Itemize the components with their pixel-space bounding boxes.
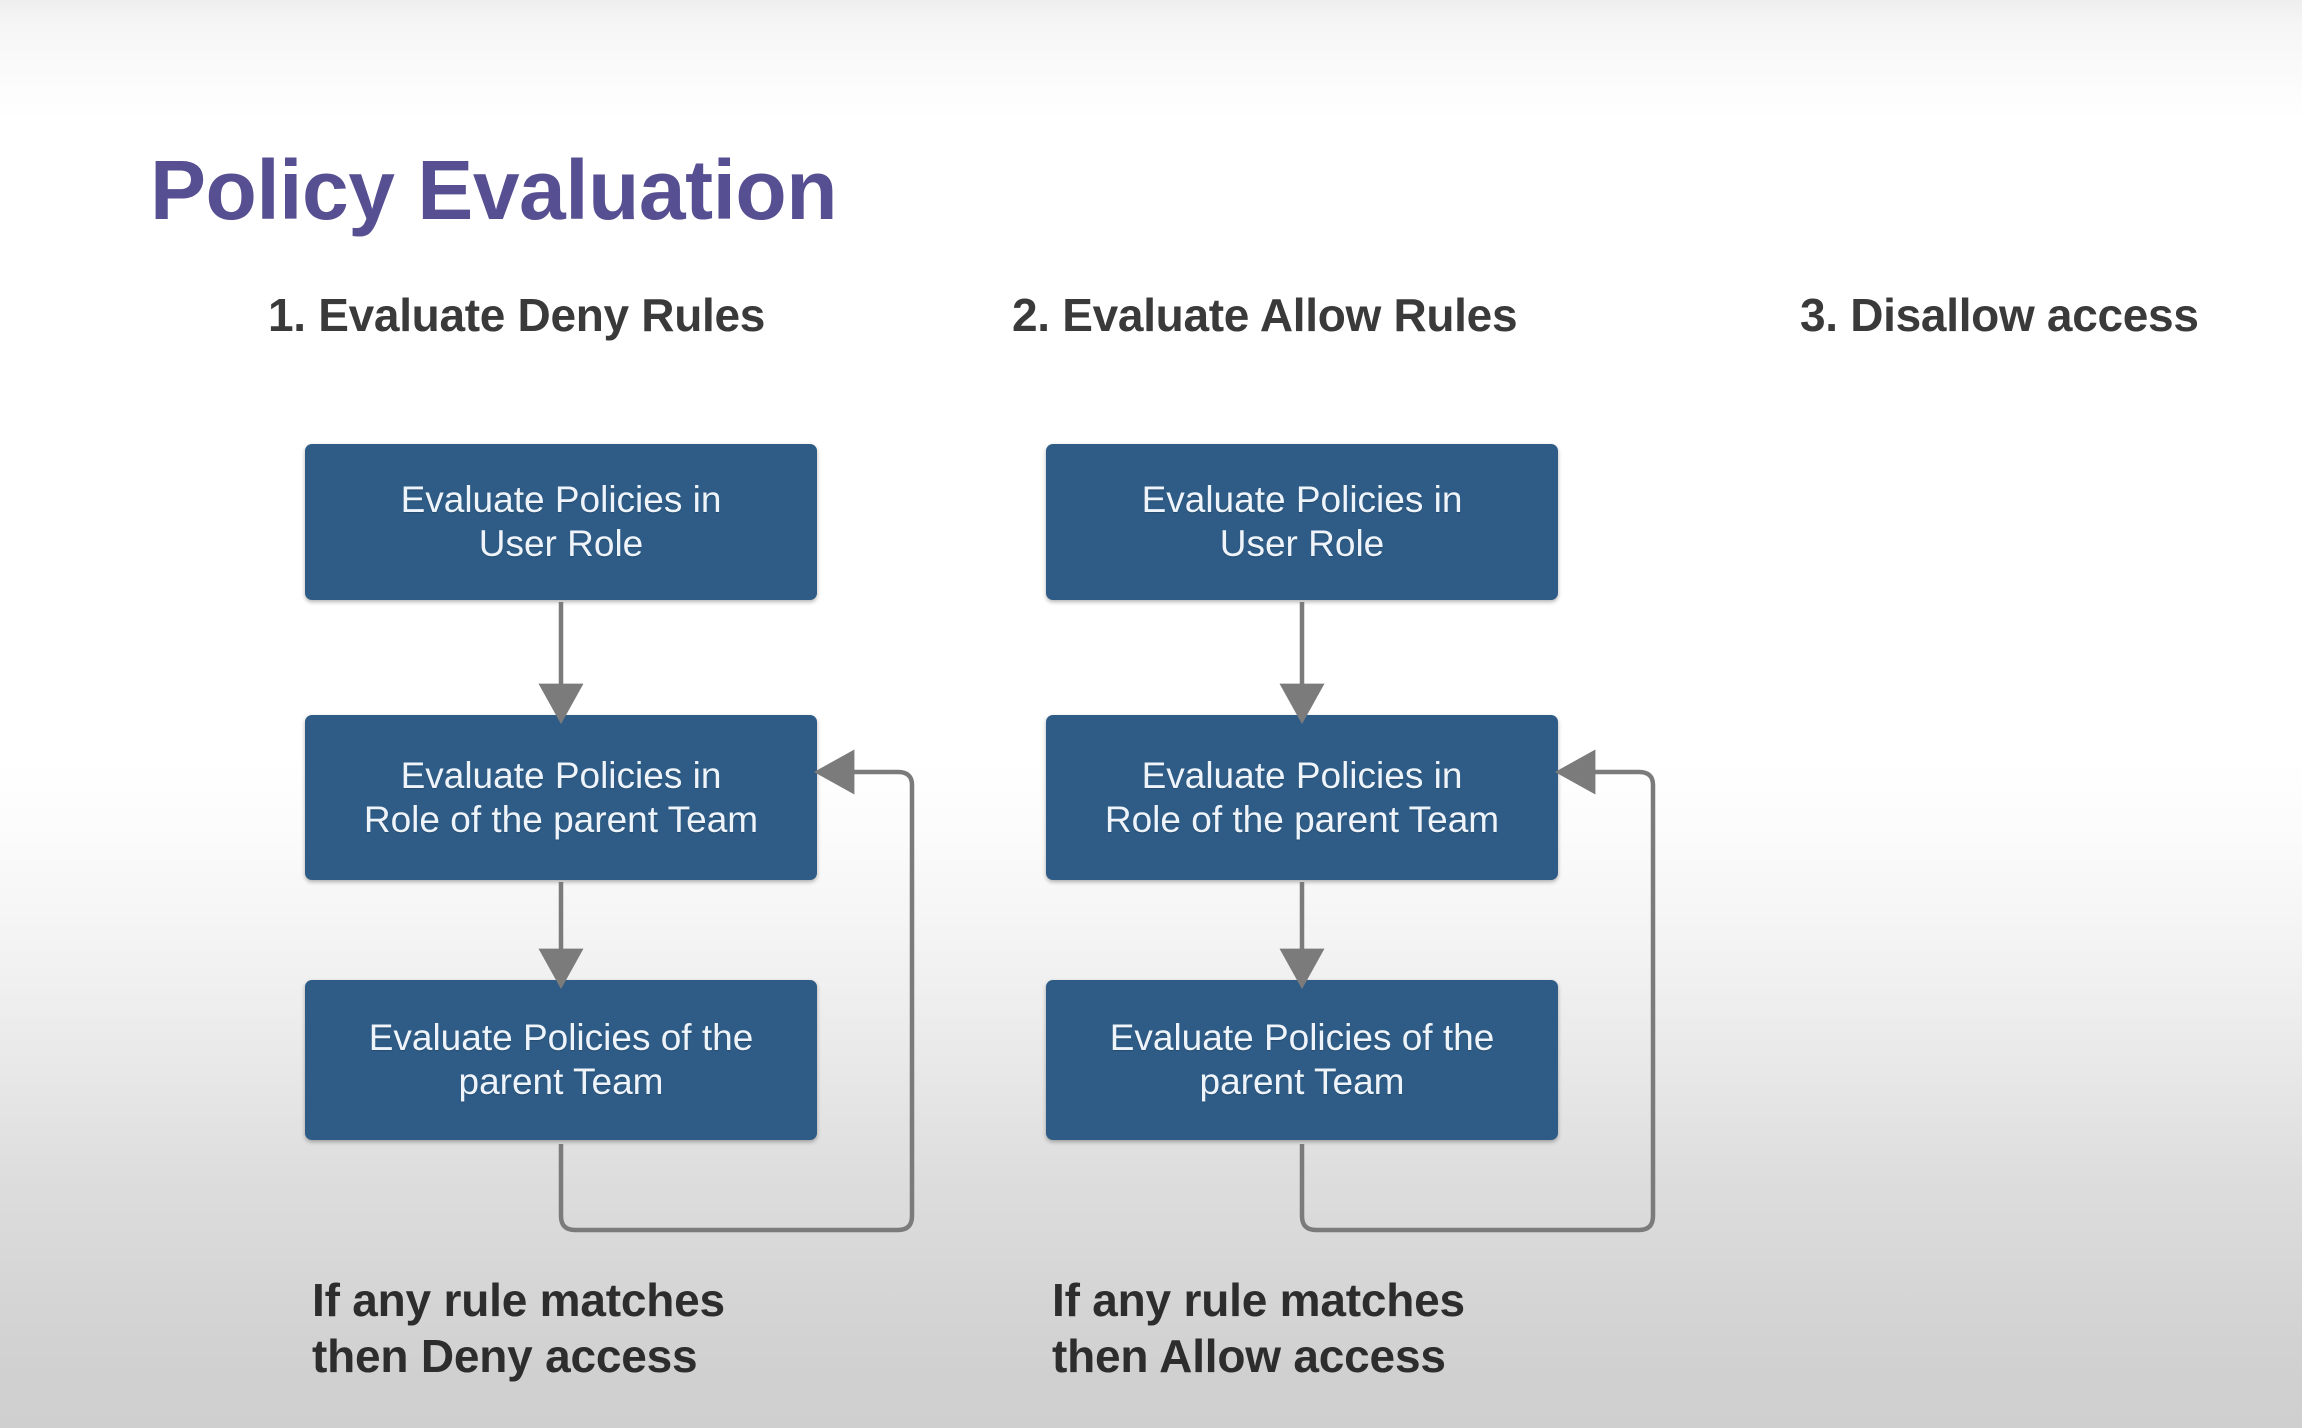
flow-box-line-2: User Role <box>1219 523 1385 564</box>
page-title: Policy Evaluation <box>150 143 838 237</box>
flow-box-line-2: Role of the parent Team <box>363 798 759 840</box>
flow-box-line-1: Evaluate Policies in <box>1141 479 1463 521</box>
caption-line-1: If any rule matches <box>312 1274 725 1326</box>
flow-box-line-1: Evaluate Policies in <box>1141 754 1463 796</box>
flow-box-allow-parent-team[interactable]: Evaluate Policies of the parent Team <box>1046 980 1558 1140</box>
flow-box-line-2: Role of the parent Team <box>1104 798 1500 840</box>
flow-box-allow-user-role[interactable]: Evaluate Policies in User Role <box>1046 444 1558 600</box>
flow-box-line-1: Evaluate Policies of the <box>1109 1017 1495 1059</box>
flow-box-line-1: Evaluate Policies in <box>400 479 722 521</box>
flow-box-allow-parent-team-role[interactable]: Evaluate Policies in Role of the parent … <box>1046 715 1558 880</box>
flow-box-deny-parent-team[interactable]: Evaluate Policies of the parent Team <box>305 980 817 1140</box>
flow-box-line-2: User Role <box>478 523 644 564</box>
caption-deny: If any rule matches then Deny access <box>312 1272 725 1384</box>
flow-box-line-1: Evaluate Policies in <box>400 754 722 796</box>
caption-line-2: then Allow access <box>1052 1330 1446 1383</box>
column-header-allow-rules: 2. Evaluate Allow Rules <box>1012 289 1518 341</box>
flow-box-line-1: Evaluate Policies of the <box>368 1017 754 1059</box>
flow-box-deny-parent-team-role[interactable]: Evaluate Policies in Role of the parent … <box>305 715 817 880</box>
caption-line-1: If any rule matches <box>1052 1274 1465 1326</box>
column-header-disallow-access: 3. Disallow access <box>1800 289 2199 341</box>
column-header-deny-rules: 1. Evaluate Deny Rules <box>268 289 766 341</box>
flow-box-deny-user-role[interactable]: Evaluate Policies in User Role <box>305 444 817 600</box>
caption-allow: If any rule matches then Allow access <box>1052 1272 1465 1384</box>
caption-line-2: then Deny access <box>312 1330 698 1383</box>
flow-box-line-2: parent Team <box>458 1061 664 1102</box>
flow-box-line-2: parent Team <box>1199 1061 1405 1102</box>
